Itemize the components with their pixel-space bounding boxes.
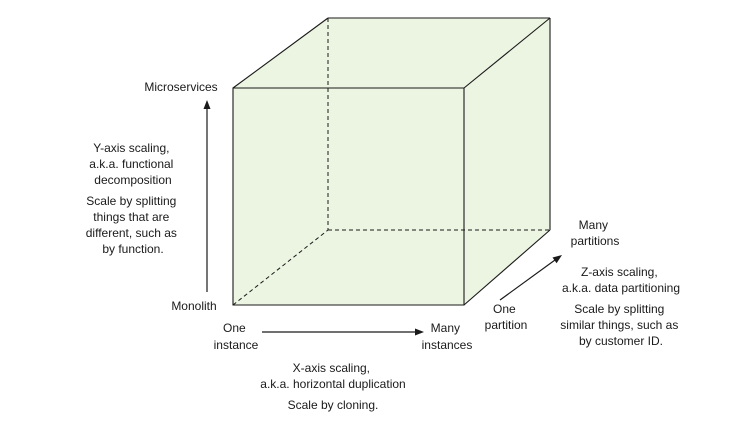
y-axis-arrowhead [203,100,211,109]
z-axis-end-label: Many partitions [571,218,620,248]
cube-front-face [233,88,464,305]
cube-hidden-edge-depth [232,229,329,306]
cube-top-face [233,18,550,88]
y-axis-top-label: Microservices [144,80,217,94]
cube-right-face [464,18,550,305]
z-axis-arrow [499,255,562,301]
y-axis-title: Y-axis scaling, a.k.a. functional decomp… [89,141,176,187]
y-axis-bottom-label: Monolith [171,299,216,313]
x-axis-end-label: Many instances [422,321,473,352]
cube-bottom-right-edge [463,229,551,306]
x-axis-title: X-axis scaling, a.k.a. horizontal duplic… [260,361,405,391]
z-axis-title: Z-axis scaling, a.k.a. data partitioning [562,265,680,295]
z-axis-arrowhead [552,255,562,264]
y-axis-description: Scale by splitting things that are diffe… [86,194,181,256]
cube-top-left-edge [232,17,329,89]
x-axis-arrowhead [415,328,424,336]
x-axis-description: Scale by cloning. [288,398,379,412]
cube [232,17,551,306]
y-axis-arrow [203,100,211,292]
cube-top-right-edge [463,17,551,89]
z-axis-description: Scale by splitting similar things, such … [560,302,681,348]
x-axis-arrow [262,328,424,336]
x-axis-start-label: One instance [214,321,259,352]
z-axis-start-label: One partition [485,302,528,332]
